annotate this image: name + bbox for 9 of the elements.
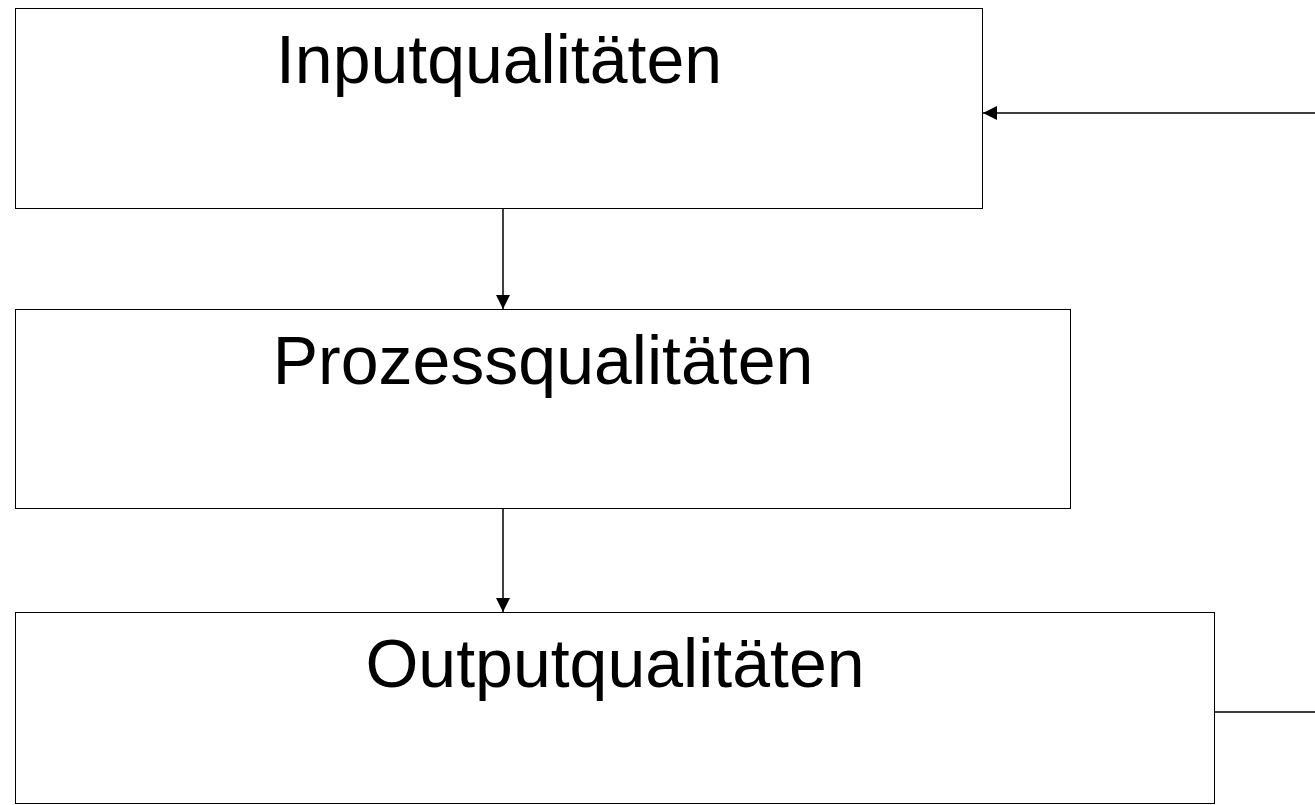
arrow bbox=[496, 508, 510, 613]
box-label: Prozessqualitäten bbox=[272, 321, 814, 400]
process-box bbox=[15, 612, 1215, 804]
arrow bbox=[496, 208, 510, 310]
process-box bbox=[15, 8, 983, 209]
box-label: Inputqualitäten bbox=[275, 20, 723, 99]
process-box bbox=[15, 309, 1071, 509]
box-label: Outputqualitäten bbox=[365, 624, 865, 703]
arrow bbox=[982, 106, 1315, 713]
